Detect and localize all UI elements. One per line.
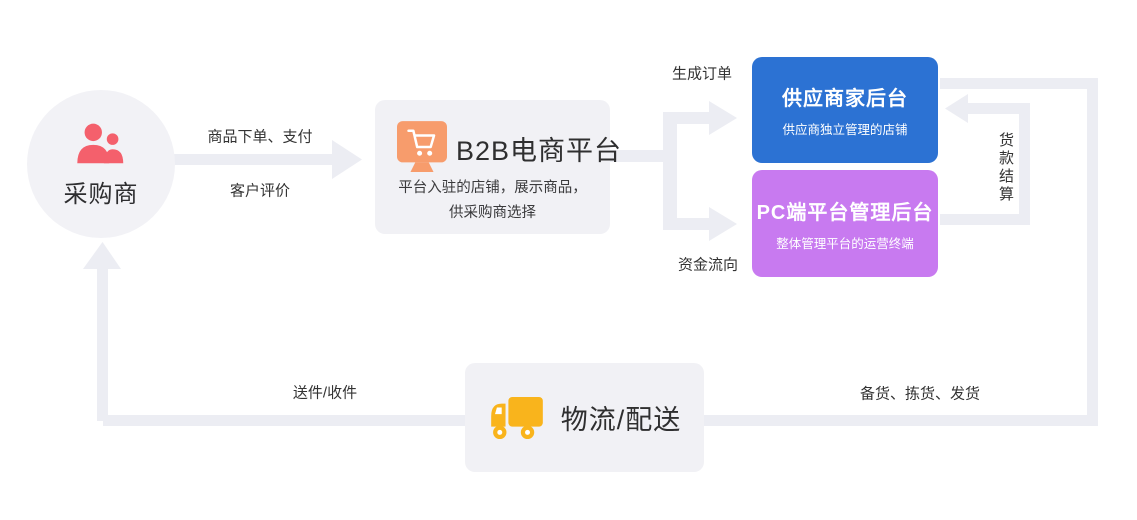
edge-label-fulfillment: 备货、拣货、发货 — [859, 385, 981, 403]
arrow-buyer-to-platform — [170, 140, 362, 179]
monitor-cart-icon — [397, 121, 447, 173]
edge-label-create-order: 生成订单 — [671, 65, 733, 83]
pc-admin-title: PC端平台管理后台 — [756, 201, 934, 224]
node-pc-admin: PC端平台管理后台 整体管理平台的运营终端 — [752, 170, 938, 277]
supplier-backend-title: 供应商家后台 — [782, 88, 908, 110]
logistics-title: 物流/配送 — [560, 405, 682, 435]
platform-desc-line1: 平台入驻的店铺，展示商品， — [398, 180, 587, 196]
node-platform: B2B电商平台 平台入驻的店铺，展示商品， 供采购商选择 — [375, 100, 621, 234]
people-icon — [77, 123, 124, 163]
buyer-label: 采购商 — [63, 180, 139, 208]
node-buyer: 采购商 — [27, 90, 175, 238]
arrow-platform-to-backends — [608, 101, 737, 241]
node-logistics: 物流/配送 — [465, 363, 704, 472]
platform-desc-line2: 供采购商选择 — [449, 205, 536, 221]
edge-label-order-pay: 商品下单、支付 — [207, 128, 313, 146]
edge-label-fund-flow: 资金流向 — [677, 256, 739, 274]
edge-label-delivery: 送件/收件 — [292, 384, 358, 402]
edge-label-review: 客户评价 — [229, 182, 291, 200]
truck-icon — [490, 396, 543, 439]
arrow-settlement — [940, 94, 1030, 225]
node-supplier-backend: 供应商家后台 供应商独立管理的店铺 — [752, 57, 938, 163]
edge-label-settlement: 货款结算 — [997, 132, 1014, 204]
supplier-backend-subtitle: 供应商独立管理的店铺 — [782, 123, 908, 137]
pc-admin-subtitle: 整体管理平台的运营终端 — [776, 236, 914, 251]
platform-title: B2B电商平台 — [456, 135, 623, 166]
